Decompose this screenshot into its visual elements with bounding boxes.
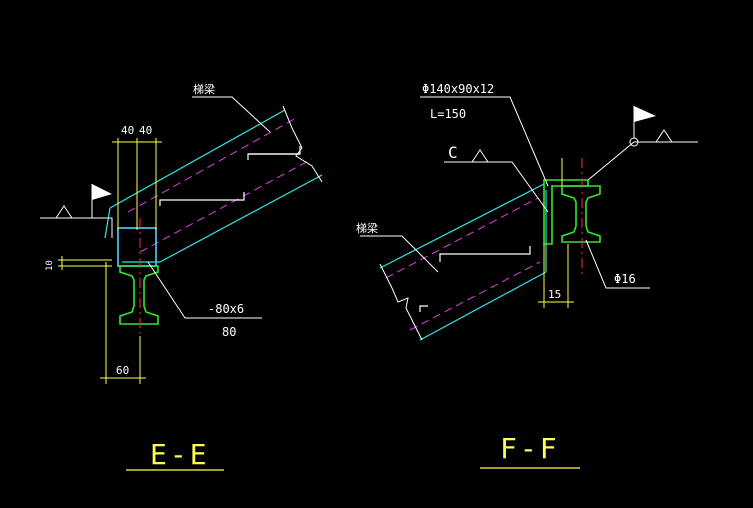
ee-section-flag-icon — [92, 184, 112, 200]
ff-beam-label: 梯梁 — [356, 221, 378, 235]
ff-centerlines — [385, 197, 541, 331]
ff-leaders — [360, 96, 650, 289]
ff-section-flag-icon — [634, 106, 656, 122]
section-ee: 梯梁 40 40 10 60 -80x6 80 E-E — [40, 82, 323, 471]
ee-stair-beam — [104, 109, 323, 263]
ff-stair-beam — [379, 183, 547, 341]
ee-column-i-section — [119, 265, 159, 325]
ff-angle-spec: Φ140x90x12 — [422, 82, 494, 96]
ff-dim-gap: 15 — [548, 288, 561, 301]
ee-dimensions — [58, 138, 162, 384]
ee-plate-spec: -80x6 — [208, 302, 244, 316]
ee-channel-sections — [159, 146, 301, 206]
ee-dim-bottom: 60 — [116, 364, 129, 377]
ee-leaders — [147, 96, 271, 319]
ff-column-i-section — [561, 185, 601, 243]
ff-weld-symbol-icon — [471, 106, 698, 181]
ee-beam-label: 梯梁 — [193, 82, 215, 96]
ff-break-line — [379, 263, 423, 341]
ee-dim-top-left: 40 — [121, 124, 134, 137]
ee-plate-length: 80 — [222, 325, 236, 339]
ee-break-line — [282, 105, 323, 183]
ee-section-title: E-E — [150, 438, 210, 471]
ff-channel-sections — [419, 246, 531, 312]
ff-section-title: F-F — [500, 432, 560, 465]
ff-channel-mark: C — [448, 143, 458, 162]
ff-dimensions — [538, 158, 574, 308]
ee-dim-side: 10 — [45, 260, 55, 271]
ff-angle-length: L=150 — [430, 107, 466, 121]
ff-bolt-spec: Φ16 — [614, 272, 636, 286]
section-ff: Φ140x90x12 L=150 C 梯梁 15 Φ16 F-F — [356, 82, 698, 469]
ee-dim-top-right: 40 — [139, 124, 152, 137]
ee-connection-plate — [117, 227, 157, 267]
